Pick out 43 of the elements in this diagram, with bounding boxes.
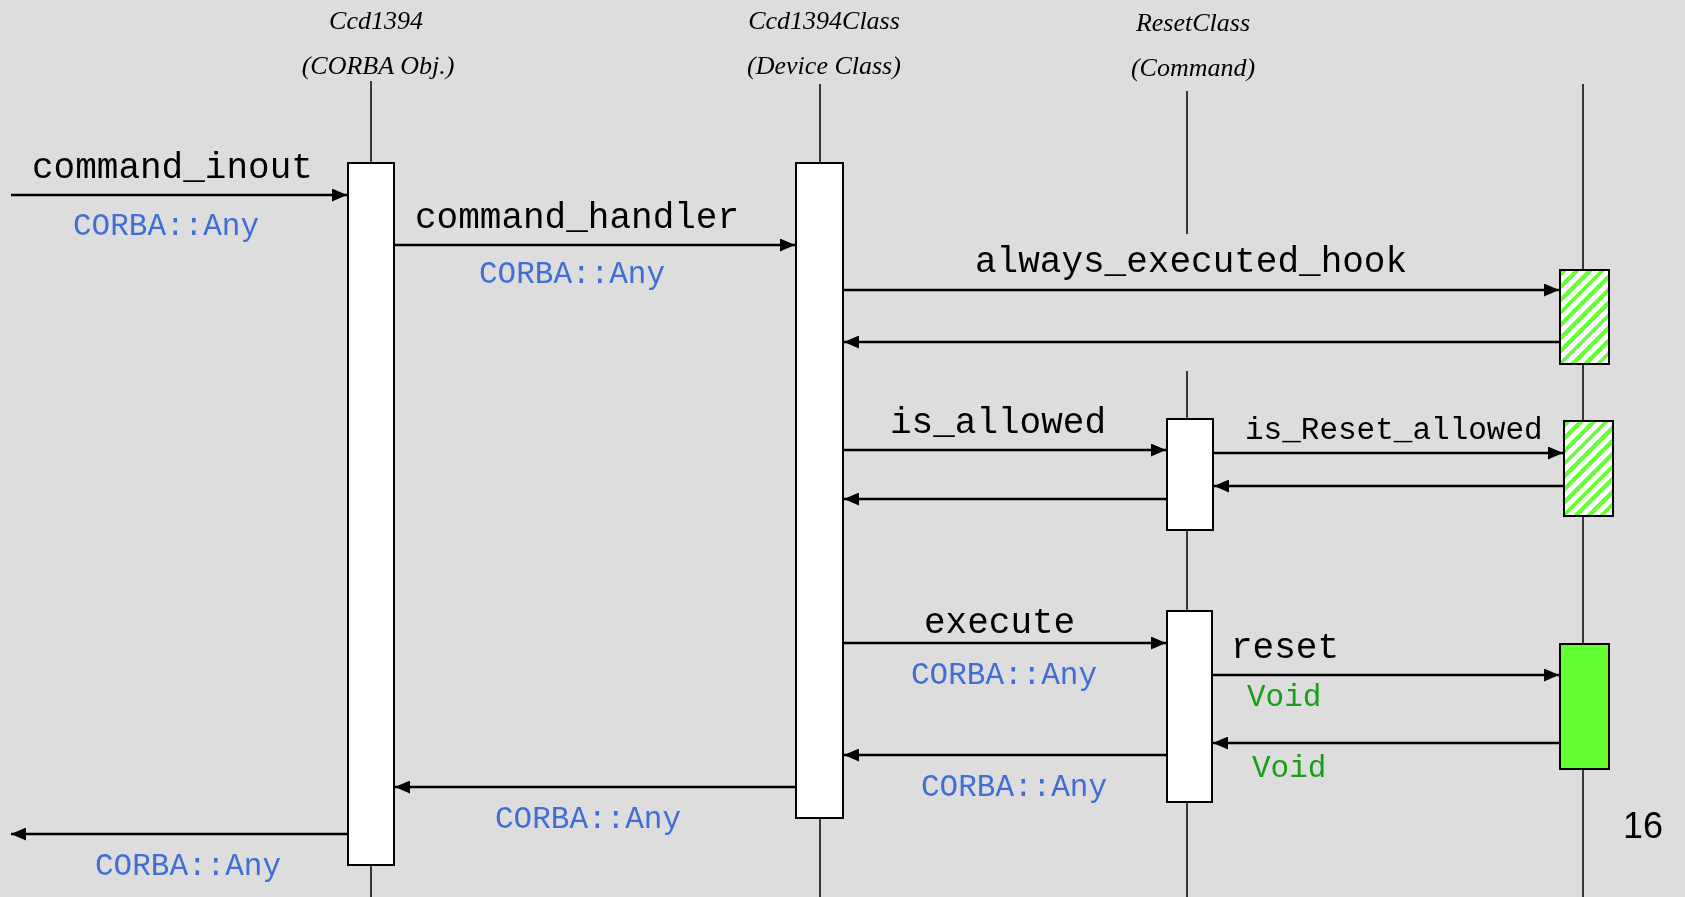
message-label: reset (1231, 631, 1340, 667)
message-arrow (844, 636, 1166, 650)
activation-box (795, 162, 844, 819)
lifeline-title: (Device Class) (747, 53, 901, 79)
message-label: execute (924, 606, 1076, 642)
message-arrow (11, 827, 347, 841)
lifeline-title: Ccd1394 (329, 8, 423, 34)
lifeline-title: (CORBA Obj.) (301, 53, 455, 79)
return-type-label: CORBA::Any (95, 851, 282, 882)
lifeline-title: ResetClass (1135, 10, 1251, 36)
lifeline-title: (Command) (1130, 55, 1256, 81)
return-type-label: CORBA::Any (921, 772, 1108, 803)
lifeline-title: Ccd1394Class (748, 8, 900, 34)
message-arrow (1213, 736, 1559, 750)
message-arrow (1213, 668, 1559, 682)
message-label: is_allowed (890, 406, 1107, 442)
return-type-label: CORBA::Any (479, 259, 666, 290)
message-arrow (11, 188, 347, 202)
message-label: is_Reset_allowed (1245, 414, 1543, 446)
message-arrow (1214, 479, 1563, 493)
return-type-label: CORBA::Any (73, 211, 260, 242)
message-arrow (844, 443, 1166, 457)
message-label: command_handler (415, 201, 740, 237)
message-arrow (844, 748, 1166, 762)
activation-box (1166, 418, 1214, 531)
return-type-label: CORBA::Any (911, 660, 1098, 691)
message-arrow (844, 492, 1166, 506)
message-arrow (844, 335, 1559, 349)
activation-box (1166, 610, 1213, 803)
activation-box (1559, 643, 1610, 770)
activation-box (1559, 269, 1610, 365)
page-number: 16 (1623, 808, 1664, 844)
return-type-label: CORBA::Any (495, 804, 682, 835)
message-arrow (395, 238, 795, 252)
message-label: command_inout (32, 151, 313, 187)
activation-box (1563, 420, 1614, 517)
return-type-label: Void (1247, 682, 1322, 713)
message-arrow (844, 283, 1559, 297)
return-type-label: Void (1252, 753, 1327, 784)
message-label: always_executed_hook (975, 245, 1408, 281)
activation-box (347, 162, 395, 866)
message-arrow (395, 780, 795, 794)
message-arrow (1214, 446, 1563, 460)
